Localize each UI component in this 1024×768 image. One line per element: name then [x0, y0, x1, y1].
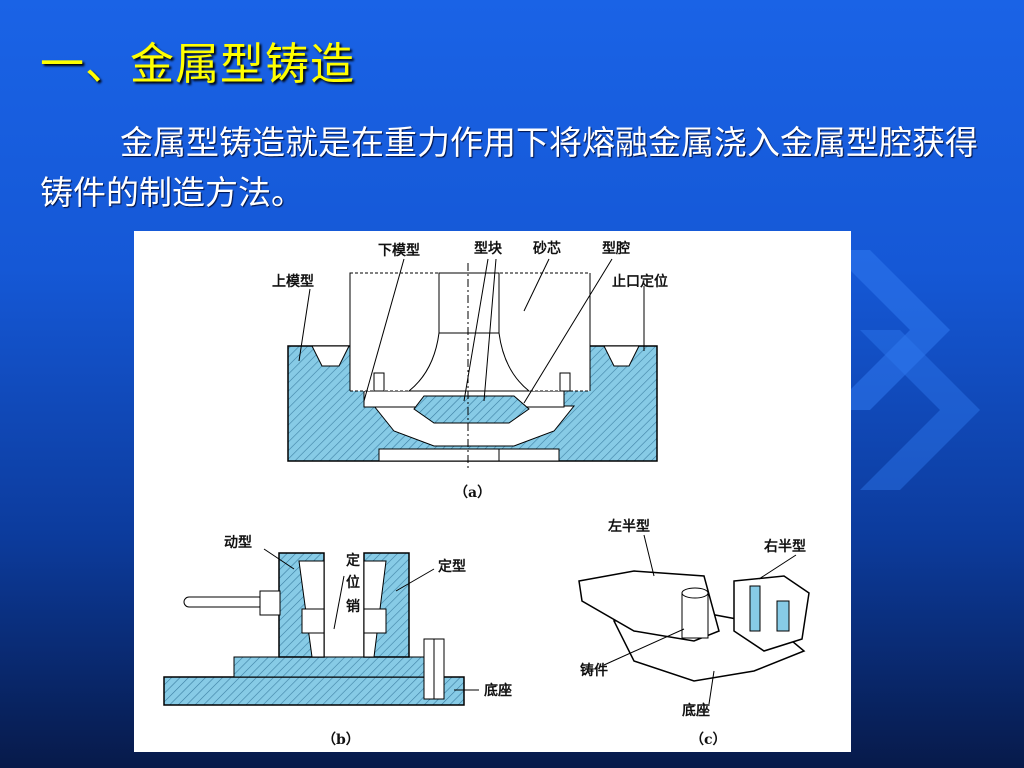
slide-title: 一、金属型铸造: [40, 39, 355, 90]
figure-a: 下模型 型块 砂芯 型腔 上模型 止口定位 （a）: [272, 240, 668, 501]
figure-c: 左半型 右半型 铸件 底座 （c）: [578, 518, 810, 748]
label-base-c: 底座: [682, 702, 710, 719]
label-lower-mold: 下模型: [378, 242, 420, 259]
label-base-b: 底座: [484, 682, 512, 699]
label-right-half: 右半型: [763, 538, 806, 555]
figure-b: 动型 定 位 销 定型 底座 （b）: [163, 534, 512, 748]
caption-a: （a）: [454, 485, 491, 501]
label-stop-locate: 止口定位: [612, 273, 668, 290]
label-pin-1: 定: [346, 552, 360, 569]
label-block: 型块: [474, 240, 503, 257]
label-fixed-mold: 定型: [438, 558, 466, 575]
label-sand-core: 砂芯: [532, 240, 561, 257]
label-upper-mold: 上模型: [272, 273, 314, 290]
mold-figure: 下模型 型块 砂芯 型腔 上模型 止口定位 （a）: [134, 231, 851, 752]
slide-paragraph: 金属型铸造就是在重力作用下将熔融金属浇入金属型腔获得铸件的制造方法。: [40, 123, 978, 212]
label-left-half: 左半型: [607, 518, 650, 535]
label-pin-3: 销: [346, 598, 360, 615]
caption-b: （b）: [322, 732, 360, 748]
caption-c: （c）: [690, 732, 727, 748]
label-cavity: 型腔: [602, 240, 630, 257]
label-casting: 铸件: [580, 662, 608, 679]
mold-diagram: 下模型 型块 砂芯 型腔 上模型 止口定位 （a）: [163, 240, 810, 748]
label-moving-mold: 动型: [224, 534, 252, 551]
label-pin-2: 位: [346, 574, 360, 591]
